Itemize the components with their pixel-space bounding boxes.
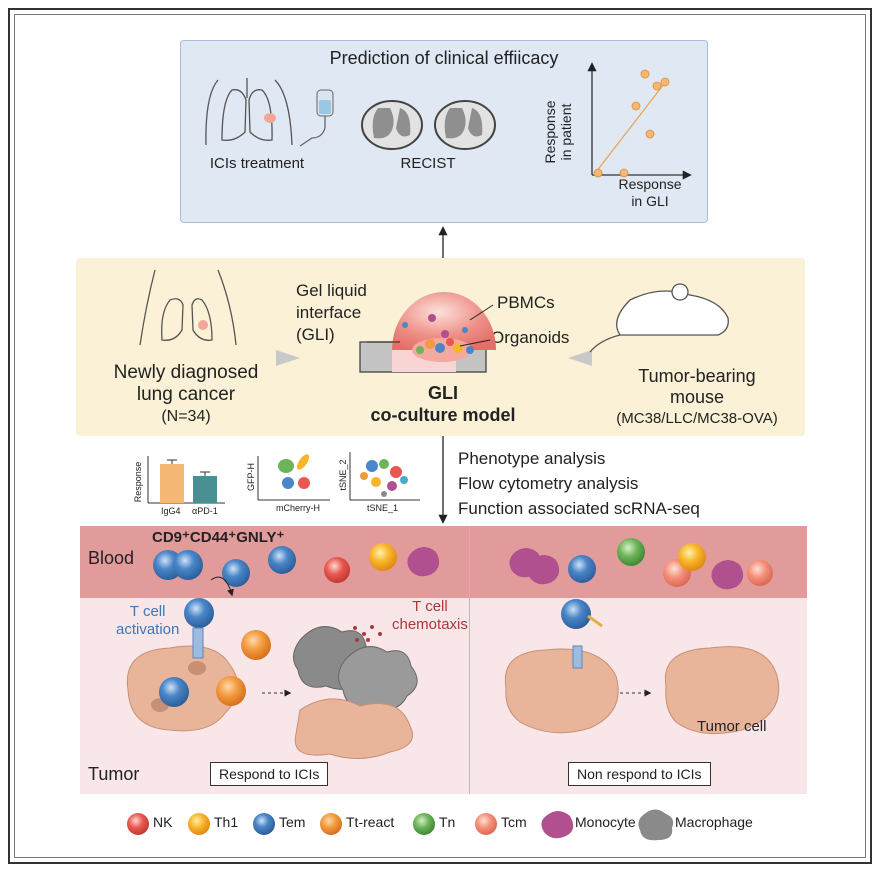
bar-cat-apd1: αPD-1: [192, 506, 218, 516]
legend-tcm: Tcm: [501, 814, 527, 830]
organoids-label: Organoids: [491, 328, 570, 347]
patient-body-icon: [139, 269, 237, 346]
arrow-patient-to-gli: [276, 350, 300, 366]
recist-label: RECIST: [400, 155, 456, 172]
mouse-icon: [589, 283, 729, 353]
tumor-debris: [294, 698, 413, 759]
bar-cat-igg4: IgG4: [161, 506, 181, 516]
analysis-item: Function associated scRNA-seq: [458, 499, 700, 518]
marker-label: CD9⁺CD44⁺GNLY⁺: [152, 529, 285, 546]
flow-xlabel: mCherry-H: [276, 503, 320, 513]
outer-frame: [8, 8, 872, 864]
inner-frame: [14, 14, 866, 858]
icis-label: ICIs treatment: [209, 155, 305, 172]
legend-th1: Th1: [214, 814, 239, 830]
legend-nk: NK: [153, 814, 173, 830]
legend-tn: Tn: [439, 814, 456, 830]
iv-drip-icon: [299, 89, 334, 147]
gli-culture-dish: [359, 292, 496, 373]
patient-lungs-icon: [205, 78, 293, 146]
pbmcs-label: PBMCs: [497, 293, 555, 312]
respond-divider: [469, 526, 470, 794]
legend-macrophage: Macrophage: [675, 814, 753, 830]
mini-tsne-plot: [349, 452, 420, 501]
arrow-mouse-to-gli: [568, 350, 592, 366]
gli-pointers: [367, 304, 494, 347]
correlation-points: [593, 69, 670, 178]
tumor-cell-label: Tumor cell: [697, 718, 767, 735]
mini-flow-plot: [257, 454, 330, 501]
legend-monocyte: Monocyte: [575, 814, 636, 830]
tumor-cells-nonrespond: [504, 599, 780, 735]
blood-cells-nonrespond: [509, 538, 773, 590]
legend-tem: Tem: [279, 814, 306, 830]
legend-tt-react: Tt-react: [346, 814, 395, 830]
macrophages: [293, 625, 418, 710]
analysis-item: Flow cytometry analysis: [458, 474, 639, 493]
tsne-xlabel: tSNE_1: [367, 503, 399, 513]
lung-tumor-spot: [264, 113, 276, 123]
analysis-item: Phenotype analysis: [458, 449, 606, 468]
analysis-list: Phenotype analysis Flow cytometry analys…: [458, 446, 700, 521]
tumor-cells-respond: [126, 576, 271, 732]
blood-label: Blood: [88, 548, 135, 568]
blood-cells-respond: [153, 543, 440, 587]
correlation-plot: [587, 62, 692, 180]
legend-icons: [127, 809, 674, 841]
mini-bar-chart: [147, 456, 225, 504]
respond-box: Respond to ICIs: [210, 762, 329, 786]
tumor-label: Tumor: [88, 764, 140, 784]
ct-scan-icon: [361, 100, 496, 150]
panel-title: Prediction of clinical effiicacy: [329, 48, 559, 68]
non-respond-box: Non respond to ICIs: [568, 762, 711, 786]
